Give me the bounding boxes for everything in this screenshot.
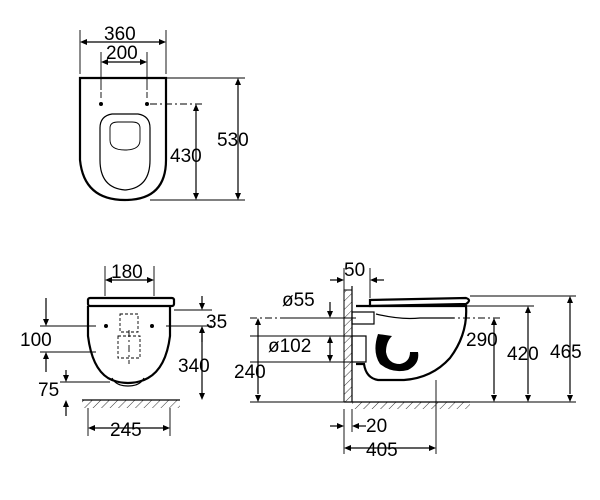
dim-front-height-340: 340 <box>178 356 210 377</box>
dim-front-width-245: 245 <box>110 420 142 441</box>
dim-side-height-290: 290 <box>466 330 498 351</box>
dim-front-height-35: 35 <box>206 312 227 333</box>
dim-side-50: 50 <box>344 260 365 281</box>
dim-top-depth-530: 530 <box>217 130 249 151</box>
top-view-outline <box>78 76 168 202</box>
side-view-trap <box>375 334 419 372</box>
dim-side-dia-102: ø102 <box>268 336 311 357</box>
side-view: 50 ø55 ø102 240 290 420 <box>234 260 582 461</box>
front-view-connectors <box>104 313 154 364</box>
dim-side-height-420: 420 <box>507 344 539 365</box>
side-view-bowl <box>356 304 468 382</box>
dim-side-dia-55: ø55 <box>282 290 315 311</box>
dim-front-height-75: 75 <box>38 380 59 401</box>
front-view: 180 100 75 35 340 245 <box>20 262 227 441</box>
dim-top-bolt-200: 200 <box>106 43 138 64</box>
dim-front-height-100: 100 <box>20 330 52 351</box>
side-view-seat <box>368 296 471 308</box>
dim-side-405: 405 <box>366 440 398 461</box>
top-view-inner-rim <box>109 121 141 151</box>
top-view-bolt-marks <box>99 92 149 106</box>
side-view-wall <box>343 289 353 403</box>
dim-top-depth-430: 430 <box>170 146 202 167</box>
front-view-seat <box>86 296 176 308</box>
front-view-bowl <box>86 306 172 385</box>
dim-side-height-240: 240 <box>234 362 266 383</box>
top-view: 360 200 430 530 <box>78 24 249 202</box>
dim-front-width-180: 180 <box>111 262 143 283</box>
dim-top-width-360: 360 <box>104 24 136 45</box>
dim-side-height-465: 465 <box>550 342 582 363</box>
top-view-seat-opening <box>99 113 151 191</box>
dim-side-20: 20 <box>366 416 387 437</box>
